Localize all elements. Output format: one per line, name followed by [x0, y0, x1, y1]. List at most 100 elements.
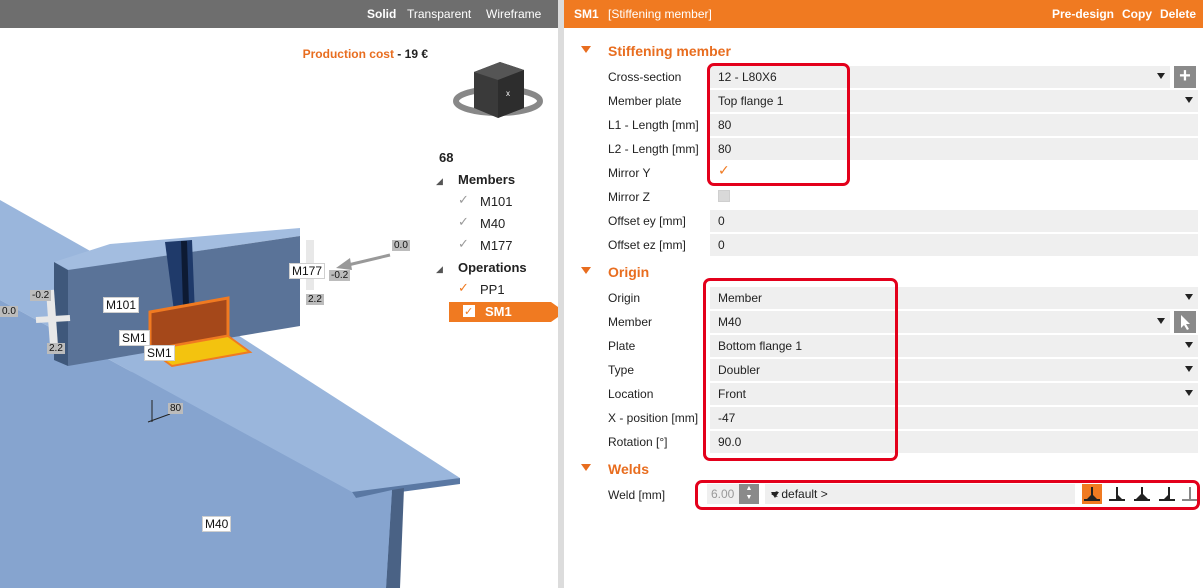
viewport-3d[interactable]: x Solid Transparent Wireframe Production…: [0, 0, 558, 588]
rotation-value: 90.0: [718, 435, 742, 449]
l2-length-input[interactable]: 80: [710, 138, 1198, 160]
label-offset-ey: Offset ey [mm]: [608, 214, 686, 228]
tree-item-m101[interactable]: M101: [458, 190, 513, 212]
row-origin: Origin Member: [608, 287, 1198, 309]
weld-size-stepper[interactable]: 6.00 ▲▼: [707, 484, 759, 504]
cross-section-value: 12 - L80X6: [718, 70, 777, 84]
weld-fillet-single-icon[interactable]: [1107, 484, 1127, 504]
check-icon[interactable]: [463, 302, 475, 322]
label-type: Type: [608, 363, 635, 377]
plate-select[interactable]: Bottom flange 1: [710, 335, 1198, 357]
tree-group-members[interactable]: ◢Members: [436, 170, 515, 190]
panel-header: SM1 [Stiffening member] Pre-design Copy …: [564, 0, 1203, 28]
section-welds[interactable]: Welds: [581, 461, 649, 477]
mirror-z-field: [710, 186, 1198, 208]
tree-item-pp1[interactable]: PP1: [458, 278, 505, 300]
tree-item-sm1[interactable]: SM1: [449, 302, 558, 322]
label-offset-ez: Offset ez [mm]: [608, 238, 686, 252]
tree-item-m40[interactable]: M40: [458, 212, 506, 234]
beam-m40-web-face: [0, 300, 392, 588]
load-value-m02-left: -0.2: [30, 290, 52, 301]
tree-item-m177[interactable]: M177: [458, 234, 513, 256]
label-l1-length: L1 - Length [mm]: [608, 118, 699, 132]
dimension-80: [147, 400, 171, 423]
pick-member-button[interactable]: [1174, 311, 1196, 333]
weld-fillet-double-icon[interactable]: [1132, 484, 1152, 504]
row-l2-length: L2 - Length [mm] 80: [608, 138, 1198, 160]
scene-canvas[interactable]: x: [0, 0, 558, 588]
label-x-position: X - position [mm]: [608, 411, 699, 425]
row-rotation: Rotation [°] 90.0: [608, 431, 1198, 453]
collapse-triangle-icon[interactable]: [581, 267, 591, 274]
mirror-z-checkbox[interactable]: [718, 190, 730, 202]
member-select[interactable]: M40: [710, 311, 1170, 333]
add-cross-section-button[interactable]: +: [1174, 66, 1196, 88]
load-value-m02-right: -0.2: [329, 270, 351, 281]
delete-button[interactable]: Delete: [1160, 7, 1197, 21]
section-title: Origin: [608, 264, 650, 280]
plate-value: Bottom flange 1: [718, 339, 803, 353]
origin-select[interactable]: Member: [710, 287, 1198, 309]
section-stiffening-member[interactable]: Stiffening member: [581, 43, 731, 59]
cross-section-select[interactable]: 12 - L80X6: [710, 66, 1170, 88]
pre-design-button[interactable]: Pre-design: [1052, 7, 1115, 21]
mirror-y-field: [710, 162, 1198, 184]
scene-label-m177[interactable]: M177: [289, 263, 326, 279]
scene-label-m40[interactable]: M40: [202, 516, 232, 532]
production-cost-sep: -: [397, 47, 402, 61]
weld-type-select[interactable]: < default >: [765, 484, 1075, 504]
check-icon[interactable]: [458, 212, 470, 232]
property-panel: SM1 [Stiffening member] Pre-design Copy …: [564, 0, 1203, 588]
mode-transparent-button[interactable]: Transparent: [407, 7, 472, 21]
origin-value: Member: [718, 291, 763, 305]
stepper-arrows-icon[interactable]: ▲▼: [739, 484, 759, 504]
panel-title: SM1: [574, 7, 599, 21]
rotation-input[interactable]: 90.0: [710, 431, 1198, 453]
offset-ez-value: 0: [718, 238, 725, 252]
type-select[interactable]: Doubler: [710, 359, 1198, 381]
offset-ez-input[interactable]: 0: [710, 234, 1198, 256]
dropdown-arrow-icon: [1157, 318, 1165, 324]
collapse-triangle-icon[interactable]: [581, 464, 591, 471]
scene-label-sm1-b[interactable]: SM1: [144, 345, 175, 361]
scene-label-m101[interactable]: M101: [103, 297, 140, 313]
row-offset-ez: Offset ez [mm] 0: [608, 234, 1198, 256]
row-location: Location Front: [608, 383, 1198, 405]
check-icon[interactable]: [458, 190, 470, 210]
member-plate-select[interactable]: Top flange 1: [710, 90, 1198, 112]
label-plate: Plate: [608, 339, 636, 353]
label-origin: Origin: [608, 291, 641, 305]
label-mirror-z: Mirror Z: [608, 190, 650, 204]
panel-subtitle: [Stiffening member]: [608, 7, 712, 21]
tree-group-operations[interactable]: ◢Operations: [436, 258, 527, 278]
weld-none-icon[interactable]: [1180, 484, 1200, 504]
check-icon[interactable]: [458, 278, 470, 298]
section-origin[interactable]: Origin: [581, 264, 650, 280]
offset-ey-input[interactable]: 0: [710, 210, 1198, 232]
row-type: Type Doubler: [608, 359, 1198, 381]
tree-count: 68: [439, 150, 454, 165]
panel-splitter[interactable]: [558, 0, 564, 588]
location-select[interactable]: Front: [710, 383, 1198, 405]
collapse-triangle-icon[interactable]: ◢: [436, 264, 443, 274]
cursor-pick-icon: [1181, 315, 1190, 330]
collapse-triangle-icon[interactable]: ◢: [436, 176, 443, 186]
l1-length-input[interactable]: 80: [710, 114, 1198, 136]
weld-butt-icon[interactable]: [1157, 484, 1177, 504]
mode-wireframe-button[interactable]: Wireframe: [486, 7, 542, 21]
tree-item-label: M40: [480, 216, 506, 231]
x-position-input[interactable]: -47: [710, 407, 1198, 429]
weld-fillet-both-icon[interactable]: [1082, 484, 1102, 504]
collapse-triangle-icon[interactable]: [581, 46, 591, 53]
mode-solid-button[interactable]: Solid: [367, 7, 397, 21]
row-l1-length: L1 - Length [mm] 80: [608, 114, 1198, 136]
scene-label-sm1-a[interactable]: SM1: [119, 330, 150, 346]
copy-button[interactable]: Copy: [1122, 7, 1152, 21]
check-icon[interactable]: [458, 234, 470, 254]
member-value: M40: [718, 315, 742, 329]
dropdown-arrow-icon: [1185, 366, 1193, 372]
load-value-00-right: 0.0: [392, 240, 410, 251]
mirror-y-checkbox[interactable]: [718, 162, 730, 179]
highlight-box-welds: [695, 480, 1200, 510]
row-offset-ey: Offset ey [mm] 0: [608, 210, 1198, 232]
